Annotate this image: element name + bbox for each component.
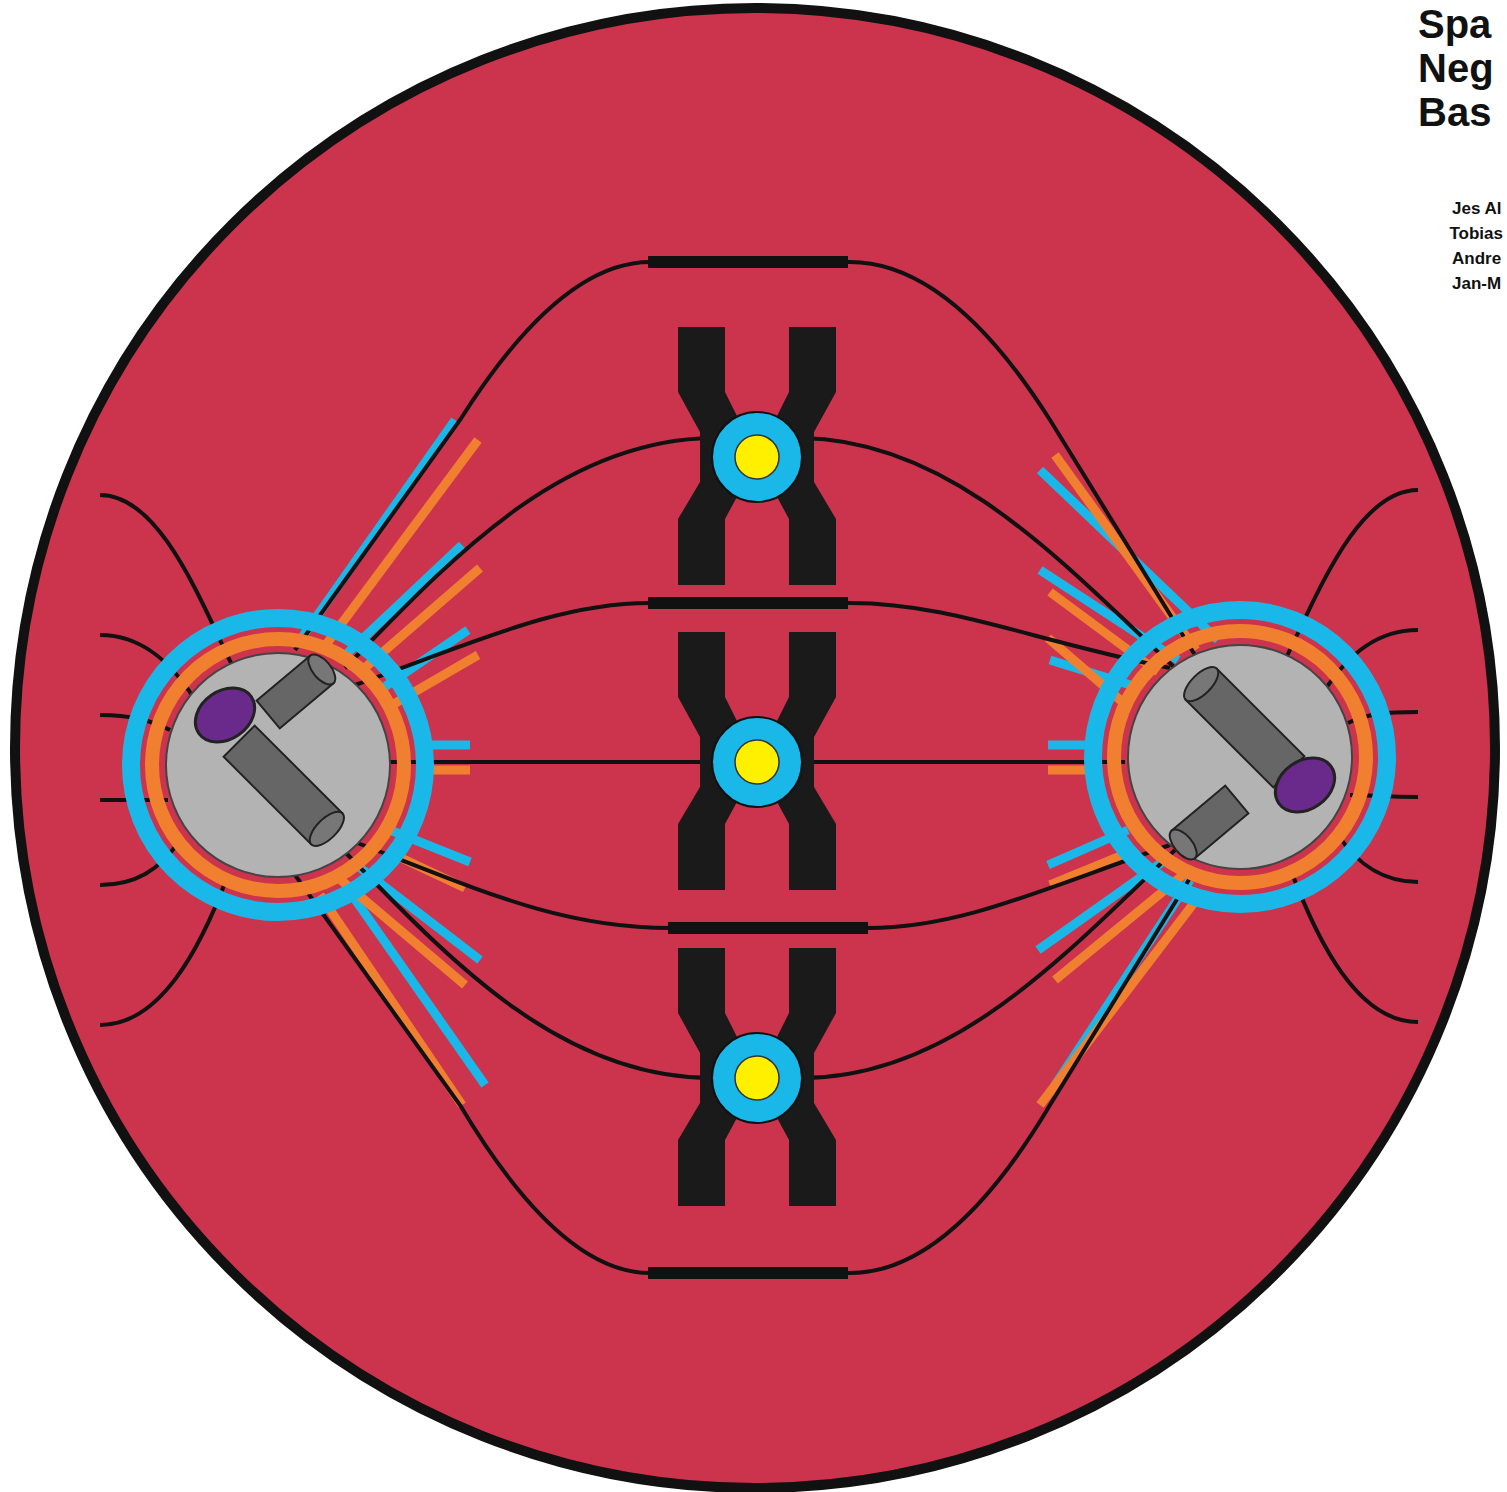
centrosome-protein: [185, 677, 265, 753]
title: Spa Neg Bas: [1418, 2, 1494, 134]
microtubule: [345, 852, 712, 1078]
centriole: [1165, 825, 1202, 864]
microtubule: [355, 603, 1170, 685]
microtubule: [295, 870, 1195, 1273]
author-name: Jes Al: [1452, 198, 1501, 220]
microtubule: [295, 262, 1195, 655]
chromosome: [678, 327, 836, 585]
microtubule: [355, 842, 1170, 928]
centrosome: [1093, 610, 1387, 904]
orange-protein-stub: [1050, 855, 1123, 885]
overlap-bundle: [648, 1267, 848, 1279]
centrosome-protein: [185, 677, 265, 753]
chromosome: [712, 1033, 802, 1123]
author-name: Jan-M: [1452, 273, 1501, 295]
overlap-bundle: [648, 597, 848, 609]
centrosome-protein: [1265, 747, 1345, 823]
chromosome: [735, 1056, 779, 1100]
orange-protein-stub: [322, 440, 478, 650]
centriole: [257, 650, 341, 728]
overlap-bundle: [648, 256, 848, 268]
author-name: Tobias: [1449, 223, 1503, 245]
centrosome: [1093, 610, 1387, 904]
microtubule: [802, 438, 1175, 668]
centrosome: [131, 618, 425, 912]
cell: [15, 8, 1495, 1488]
centriole: [1165, 786, 1249, 864]
centriole: [303, 650, 340, 689]
centriole: [224, 726, 350, 852]
cyan-protein-stub: [300, 420, 1218, 1085]
astral-microtubule: [100, 490, 1418, 1025]
centrosome: [166, 653, 390, 877]
chromosome: [678, 632, 836, 890]
centrosome: [1128, 645, 1352, 869]
centrosome: [152, 639, 404, 891]
centrosome: [1114, 631, 1366, 883]
centriole: [1179, 662, 1224, 707]
orange-protein-stub: [320, 440, 1200, 1105]
chromosome: [712, 717, 802, 807]
centrosome-protein: [1265, 747, 1345, 823]
microtubule: [802, 850, 1175, 1078]
orange-protein-stub: [320, 895, 462, 1105]
microtubule: [345, 438, 712, 668]
chromosome: [735, 740, 779, 784]
centriole: [304, 806, 349, 851]
chromosome: [735, 435, 779, 479]
cell: [15, 8, 1495, 1488]
centrosome: [131, 618, 425, 912]
orange-protein-stub: [1040, 895, 1200, 1105]
chromosome: [678, 948, 836, 1206]
chromosome: [712, 412, 802, 502]
overlap-bundle: [648, 262, 868, 1273]
author-name: Andre: [1452, 248, 1501, 270]
overlap-bundle: [668, 922, 868, 934]
